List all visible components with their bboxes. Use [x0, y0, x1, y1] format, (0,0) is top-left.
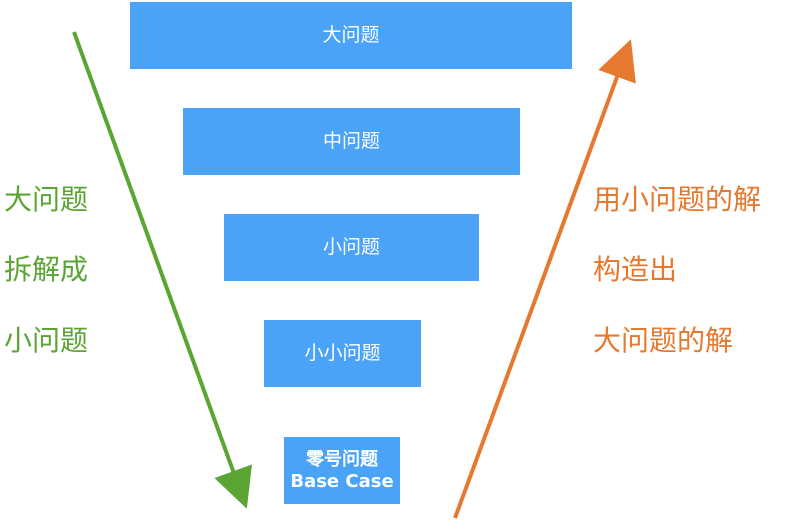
decompose-arrow [72, 31, 252, 509]
base-case-en-label: Base Case [290, 470, 394, 492]
level-3-box: 小问题 [224, 214, 479, 281]
left-line-1: 大问题 [4, 183, 89, 216]
right-line-2: 构造出 [593, 253, 678, 286]
level-1-label: 大问题 [322, 24, 380, 47]
level-4-label: 小小问题 [304, 342, 381, 365]
left-line-2: 拆解成 [4, 253, 89, 286]
level-2-label: 中问题 [322, 130, 380, 153]
compose-arrow [453, 39, 636, 519]
level-3-label: 小问题 [322, 236, 380, 259]
base-case-box: 零号问题 Base Case [284, 437, 400, 504]
right-line-1: 用小问题的解 [593, 183, 762, 216]
level-2-box: 中问题 [183, 108, 520, 175]
right-line-3: 大问题的解 [593, 324, 734, 357]
left-line-3: 小问题 [4, 324, 89, 357]
level-4-box: 小小问题 [264, 320, 421, 387]
base-case-zh-label: 零号问题 [306, 448, 378, 470]
level-1-box: 大问题 [130, 2, 572, 69]
